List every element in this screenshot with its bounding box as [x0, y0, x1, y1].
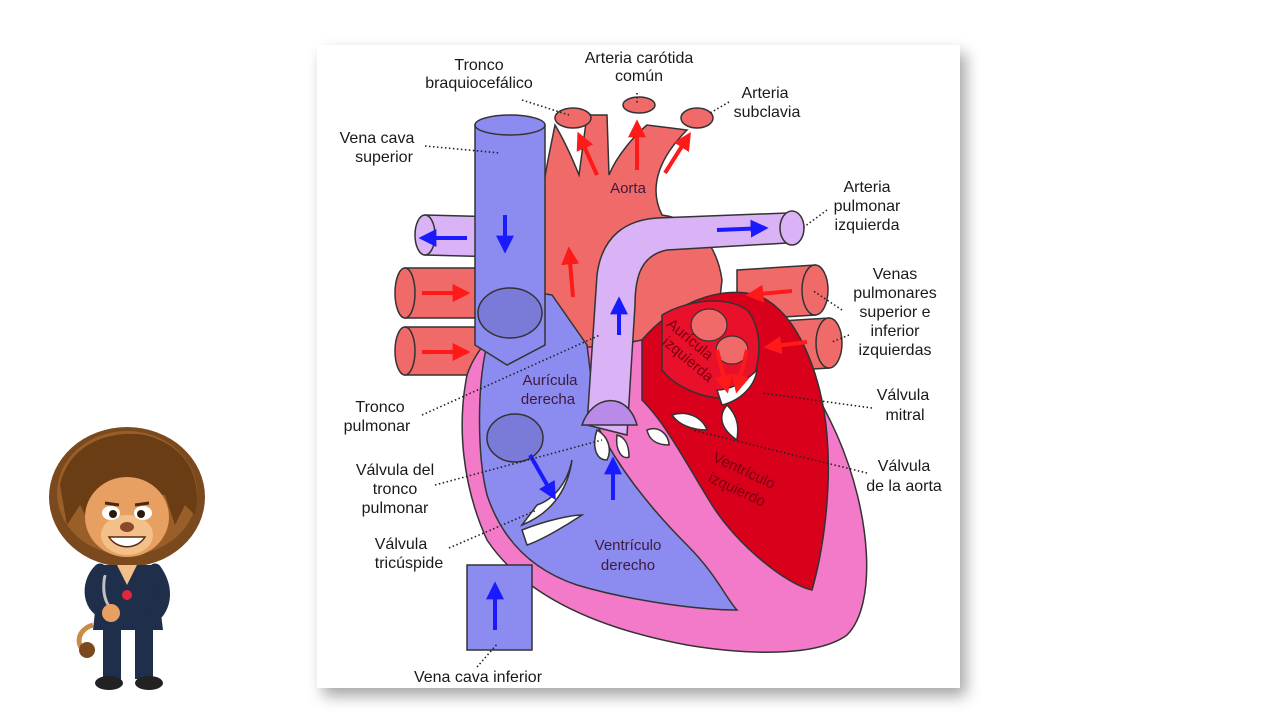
label-vena-cava-superior-2: superior — [355, 149, 413, 166]
label-venas-pulmonares-2: pulmonares — [853, 285, 937, 302]
label-arteria-carotida-2: común — [615, 68, 663, 85]
label-tronco-pulmonar-1: Tronco — [355, 399, 404, 416]
heart-diagram-card: Tronco braquiocefálico Arteria carótida … — [317, 45, 960, 688]
label-auricula-derecha-1: Aurícula — [522, 372, 578, 389]
vena-cava-inferior — [466, 564, 533, 651]
label-arteria-pulmonar-izq-3: izquierda — [835, 217, 900, 234]
label-tronco-braquiocefalico-1: Tronco — [454, 57, 503, 74]
label-tronco-pulmonar-2: pulmonar — [344, 418, 411, 435]
label-arteria-subclavia-1: Arteria — [741, 85, 788, 102]
label-valvula-tronco-pulmonar-1: Válvula del — [356, 462, 434, 479]
deoxygenated-flow-arrows — [418, 215, 769, 630]
label-valvula-aorta-2: de la aorta — [866, 478, 942, 495]
label-venas-pulmonares-5: izquierdas — [859, 342, 932, 359]
label-venas-pulmonares-3: superior e — [859, 304, 930, 321]
lion-mascot — [49, 427, 205, 690]
label-arteria-pulmonar-izq-2: pulmonar — [834, 198, 901, 215]
label-ventriculo-derecho-2: derecho — [601, 557, 655, 574]
label-valvula-tricuspide-2: tricúspide — [375, 555, 444, 572]
label-arteria-pulmonar-izq-1: Arteria — [843, 179, 890, 196]
oxygenated-flow-arrows — [422, 119, 808, 394]
label-ventriculo-derecho-1: Ventrículo — [595, 537, 662, 554]
leader-lines — [421, 93, 873, 668]
label-tronco-braquiocefalico-2: braquiocefálico — [425, 75, 533, 92]
heart-diagram: Tronco braquiocefálico Arteria carótida … — [340, 50, 942, 686]
outer-labels: Tronco braquiocefálico Arteria carótida … — [340, 50, 942, 686]
label-valvula-mitral-2: mitral — [885, 407, 924, 424]
label-arteria-subclavia-2: subclavia — [734, 104, 801, 121]
label-aorta: Aorta — [610, 180, 647, 197]
label-valvula-mitral-1: Válvula — [877, 387, 930, 404]
label-venas-pulmonares-1: Venas — [873, 266, 917, 283]
label-vena-cava-inferior: Vena cava inferior — [414, 669, 543, 686]
label-arteria-carotida-1: Arteria carótida — [585, 50, 694, 67]
label-valvula-tronco-pulmonar-2: tronco — [373, 481, 418, 498]
label-valvula-tronco-pulmonar-3: pulmonar — [362, 500, 429, 517]
label-auricula-derecha-2: derecha — [521, 391, 576, 408]
label-venas-pulmonares-4: inferior — [871, 323, 921, 340]
label-valvula-tricuspide-1: Válvula — [375, 536, 428, 553]
label-vena-cava-superior-1: Vena cava — [340, 130, 415, 147]
label-valvula-aorta-1: Válvula — [878, 458, 931, 475]
